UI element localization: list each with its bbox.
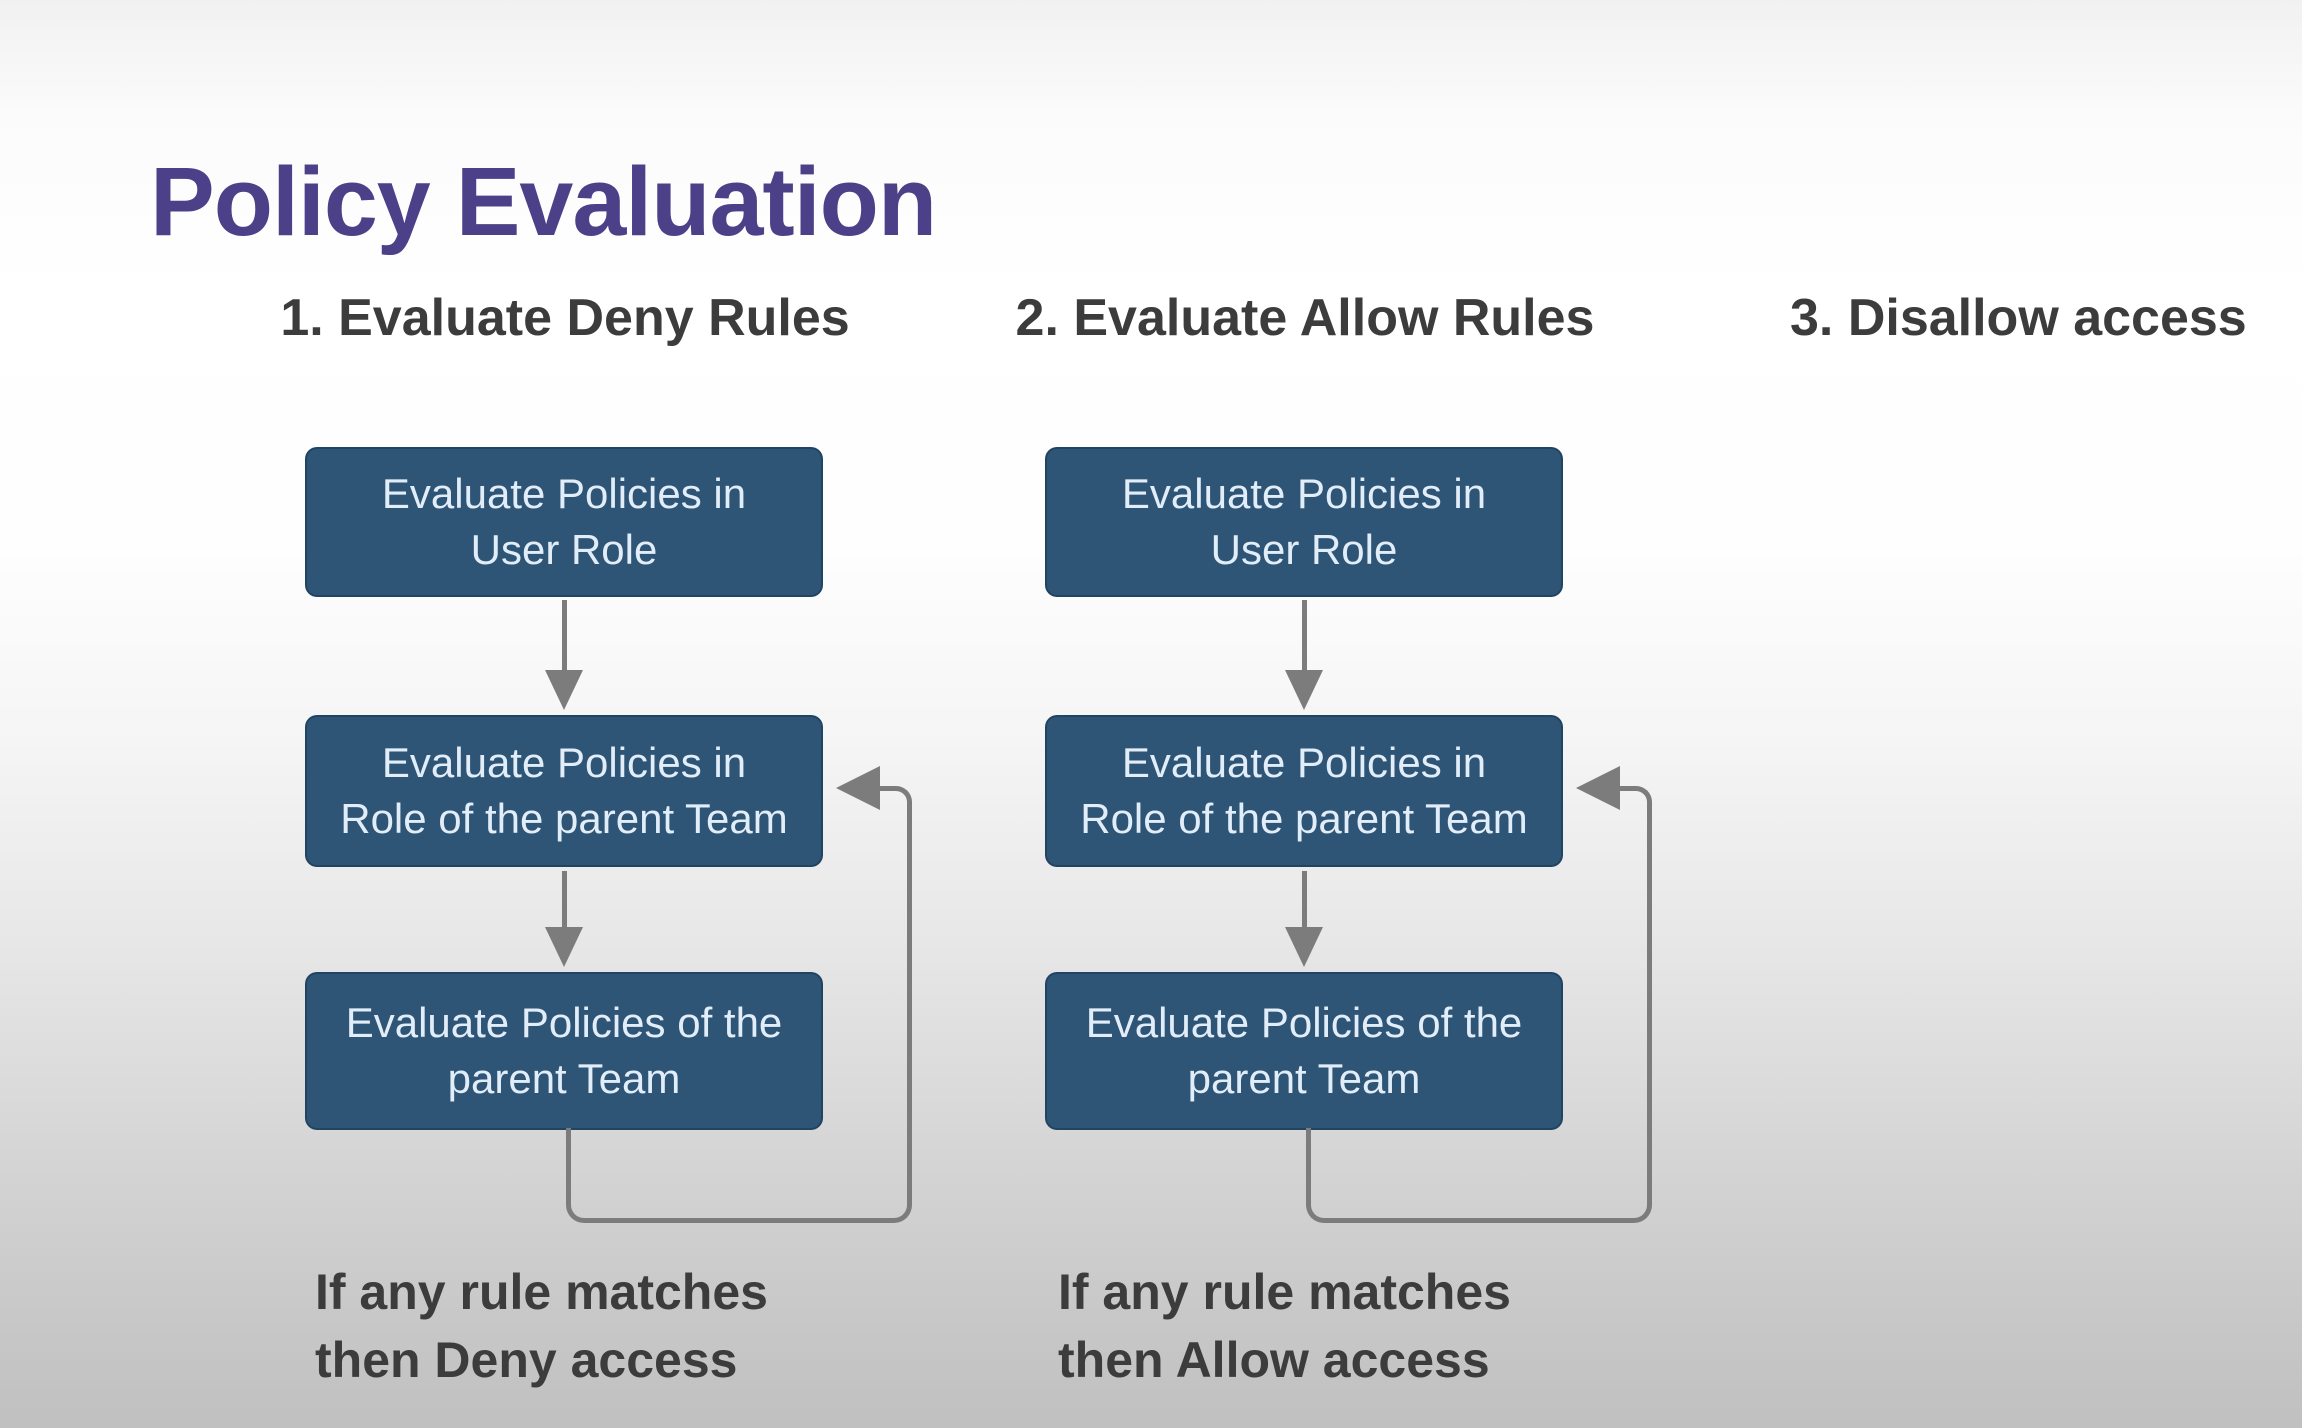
arrow-down-line [1302,871,1307,929]
flow-node-parent-team-policies: Evaluate Policies of the parent Team [305,972,823,1130]
node-text-line: Evaluate Policies in [1121,470,1487,517]
loop-arrow-line [566,1128,912,1223]
step-1-heading: 1. Evaluate Deny Rules [280,289,850,347]
node-text-line: parent Team [447,1055,681,1102]
deny-outcome-text: If any rule matches then Deny access [315,1258,768,1394]
node-text-line: Role of the parent Team [340,795,788,842]
node-text-line: Evaluate Policies in [381,739,747,786]
footer-text-line: then Deny access [315,1332,738,1388]
footer-text-line: If any rule matches [315,1264,768,1320]
arrow-down-line [562,871,567,929]
loop-arrow-line [1619,786,1652,1132]
footer-text-line: then Allow access [1058,1332,1490,1388]
allow-rules-flowchart: Evaluate Policies in User Role Evaluate … [1045,447,1965,1247]
node-text-line: Evaluate Policies of the [1085,999,1523,1046]
arrow-down-line [562,600,567,672]
step-3-heading: 3. Disallow access [1790,289,2247,347]
allow-outcome-text: If any rule matches then Allow access [1058,1258,1511,1394]
arrow-down-icon [1285,670,1323,710]
node-text-line: parent Team [1187,1055,1421,1102]
flow-node-parent-team-role: Evaluate Policies in Role of the parent … [1045,715,1563,867]
node-text-line: Evaluate Policies in [1121,739,1487,786]
step-2-heading: 2. Evaluate Allow Rules [1015,289,1595,347]
footer-text-line: If any rule matches [1058,1264,1511,1320]
arrow-down-icon [545,670,583,710]
node-text-line: Evaluate Policies of the [345,999,783,1046]
node-text-line: Evaluate Policies in [381,470,747,517]
node-text-line: User Role [1210,526,1398,573]
arrow-left-icon [836,766,880,810]
flow-node-parent-team-role: Evaluate Policies in Role of the parent … [305,715,823,867]
slide-title: Policy Evaluation [150,147,937,256]
deny-rules-flowchart: Evaluate Policies in User Role Evaluate … [305,447,1225,1247]
arrow-left-icon [1576,766,1620,810]
arrow-down-line [1302,600,1307,672]
flow-node-user-role: Evaluate Policies in User Role [1045,447,1563,597]
node-text-line: User Role [470,526,658,573]
arrow-down-icon [1285,927,1323,967]
loop-arrow-line [879,786,912,1132]
arrow-down-icon [545,927,583,967]
flow-node-parent-team-policies: Evaluate Policies of the parent Team [1045,972,1563,1130]
flow-node-user-role: Evaluate Policies in User Role [305,447,823,597]
node-text-line: Role of the parent Team [1080,795,1528,842]
loop-arrow-line [1306,1128,1652,1223]
